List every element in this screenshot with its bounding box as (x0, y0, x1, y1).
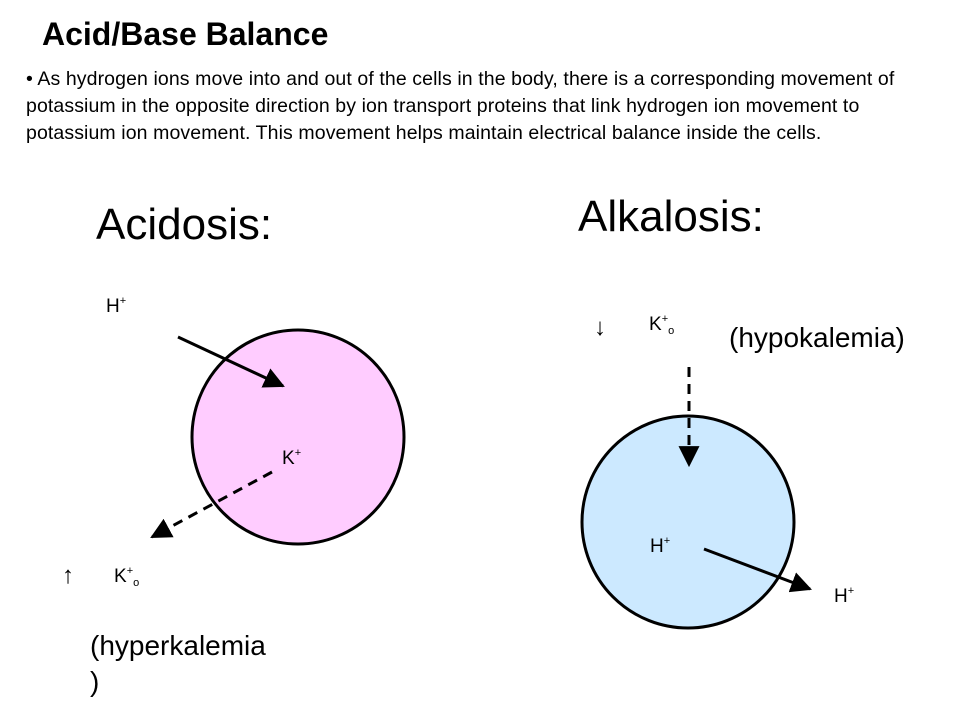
alkalosis-k-outside-label: K+o (649, 313, 675, 337)
acidosis-k-out-arrow (150, 470, 273, 539)
page-title: Acid/Base Balance (42, 16, 329, 52)
hypokalemia-label: (hypokalemia) (729, 322, 905, 353)
alkalosis-h-out-arrow (703, 547, 812, 593)
bullet-text: • As hydrogen ions move into and out of … (26, 68, 895, 144)
alkalosis-h-outside-label: H+ (834, 585, 855, 607)
acidosis-h-label: H+ (106, 295, 127, 317)
acidosis-h-in-arrow (177, 335, 285, 388)
alkalosis-h-inside-label: H+ (650, 535, 671, 557)
acidosis-k-inside-label: K+ (282, 447, 302, 469)
alkalosis-heading: Alkalosis: (578, 192, 764, 241)
hyperkalemia-label: (hyperkalemia) (90, 630, 266, 697)
acidosis-up-arrow-icon: ↑ (62, 562, 74, 589)
acidosis-k-outside-label: K+o (114, 565, 140, 589)
acidosis-cell (190, 328, 406, 546)
alkalosis-down-arrow-icon: ↓ (594, 314, 606, 341)
alkalosis-cell (580, 414, 796, 630)
acidosis-heading: Acidosis: (96, 200, 273, 249)
